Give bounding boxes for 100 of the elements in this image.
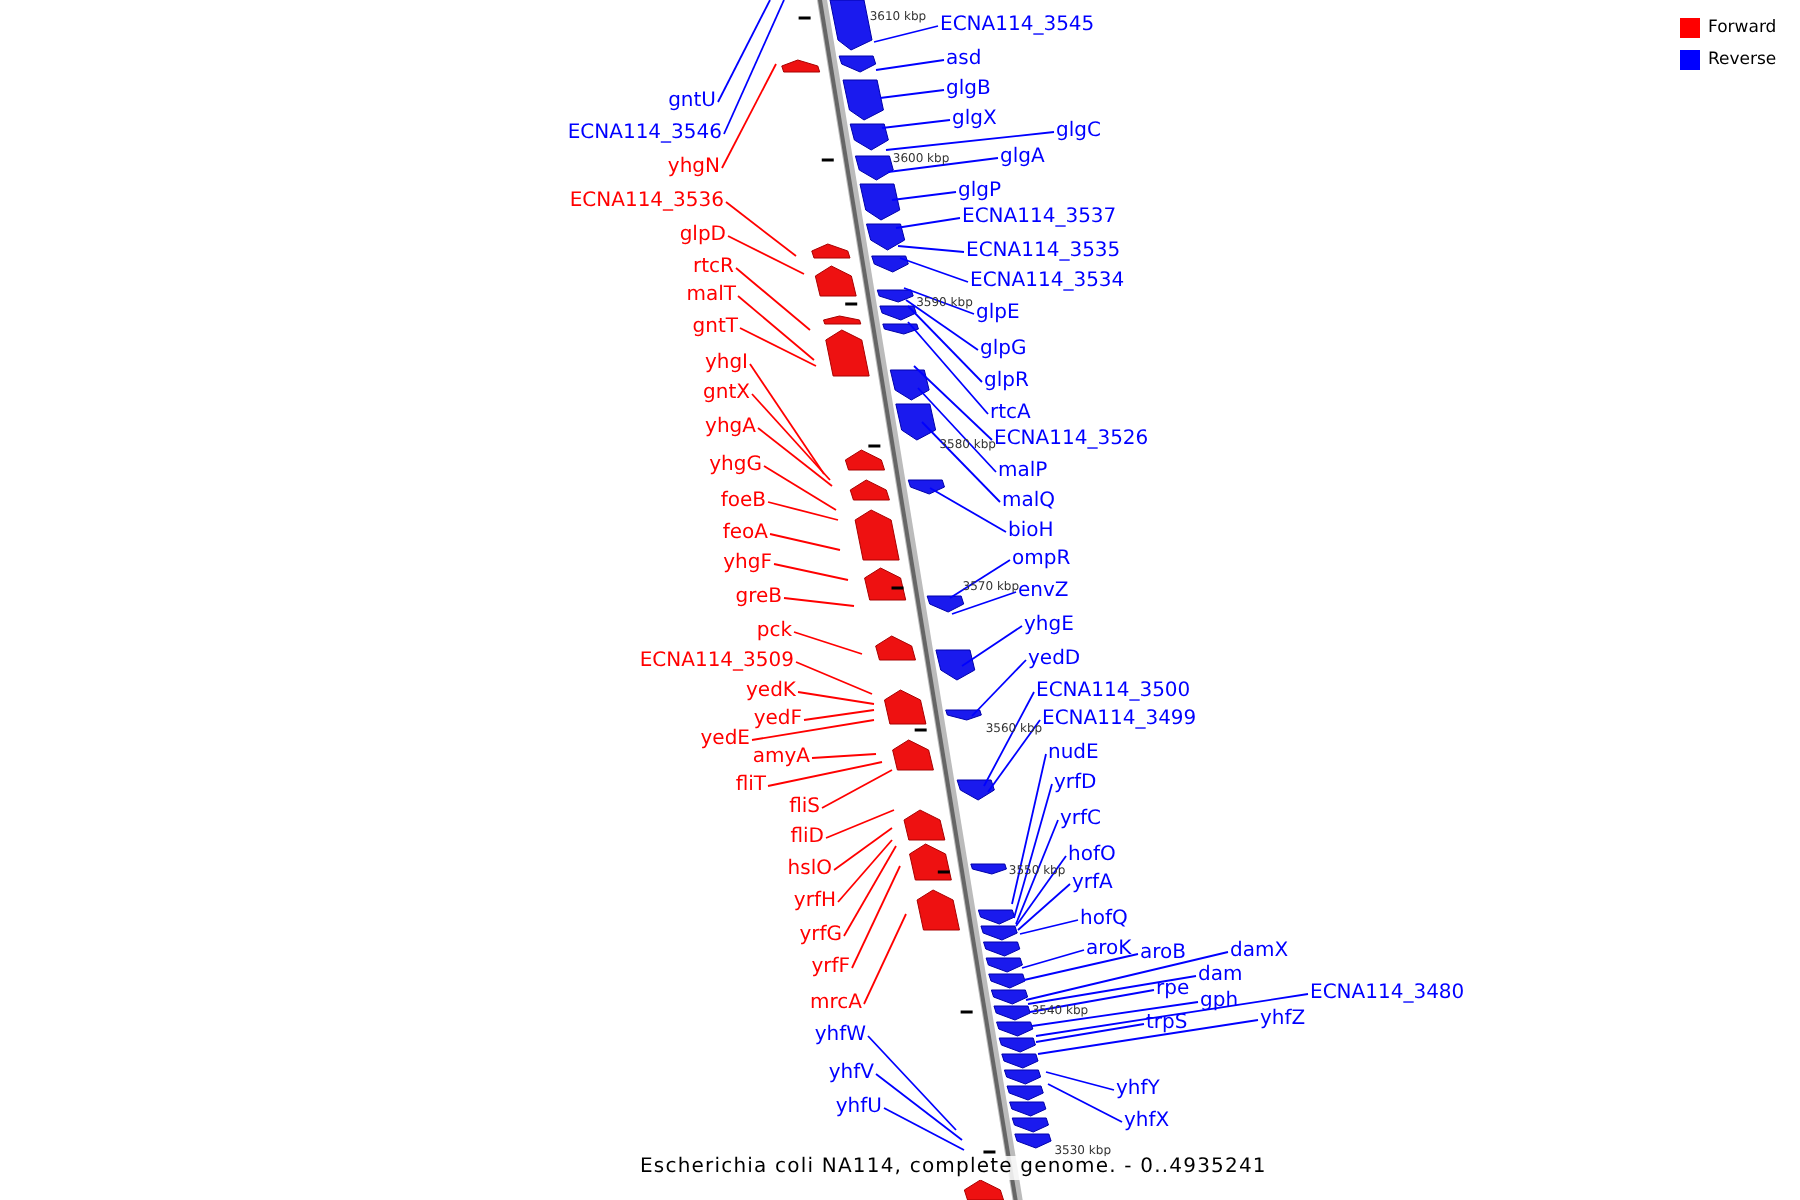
gene-label: yrfD — [1054, 772, 1097, 796]
gene-label: yhfW — [814, 1024, 866, 1048]
leader-line — [885, 131, 1055, 151]
gene-label: yhgF — [723, 552, 772, 576]
gene-label: glgA — [1000, 146, 1045, 170]
gene-label: yhfZ — [1260, 1008, 1306, 1032]
leader-line — [891, 191, 957, 201]
leader-line — [723, 0, 785, 135]
gene-label: envZ — [1018, 580, 1069, 604]
leader-line — [1025, 951, 1229, 1001]
gene-label: malT — [686, 284, 736, 308]
leader-line — [1035, 993, 1309, 1037]
leader-line — [895, 217, 961, 229]
leader-line — [751, 719, 875, 741]
gene-label: ECNA114_3536 — [569, 190, 724, 214]
leader-line — [737, 295, 815, 361]
gene-label: yrfG — [799, 924, 842, 948]
leader-line — [769, 533, 841, 551]
leader-line — [907, 321, 989, 415]
leader-line — [751, 393, 831, 481]
leader-line — [773, 563, 849, 581]
leader-line — [1011, 753, 1047, 905]
leader-line — [905, 299, 979, 351]
leader-line — [837, 839, 893, 903]
gene-label: aroK — [1086, 938, 1132, 962]
gene-label: damX — [1230, 940, 1289, 964]
leader-line — [863, 913, 907, 1005]
gene-label: ECNA114_3545 — [940, 14, 1095, 38]
gene-label: foeB — [720, 490, 766, 514]
caption: Escherichia coli NA114, complete genome. - 0..4935241 — [640, 1156, 1267, 1180]
leader-line — [795, 661, 873, 695]
leader-line — [917, 387, 997, 473]
leader-line — [797, 691, 875, 705]
leader-line — [1017, 883, 1071, 931]
leader-line — [1031, 1001, 1199, 1027]
gene-label: nudE — [1048, 742, 1099, 766]
gene-label: yhfY — [1116, 1078, 1160, 1102]
leader-line — [1021, 949, 1085, 969]
leader-line — [767, 761, 883, 787]
leader-line — [897, 245, 965, 253]
leader-line — [867, 1035, 957, 1131]
gene-label: ECNA114_3480 — [1310, 982, 1465, 1006]
gene-label: yedE — [700, 728, 750, 752]
gene-label: rtcR — [693, 256, 734, 280]
gene-label: glgC — [1056, 120, 1101, 144]
gene-label: rpe — [1156, 978, 1190, 1002]
leader-line — [971, 659, 1027, 717]
gene-label: aroB — [1140, 942, 1186, 966]
leader-line — [873, 25, 939, 43]
gene-label: glpR — [984, 370, 1029, 394]
gene-label: malQ — [1002, 490, 1056, 514]
gene-label: hofQ — [1080, 908, 1128, 932]
gene-label: fliS — [789, 796, 820, 820]
leader-line — [727, 235, 805, 275]
leader-line — [811, 753, 877, 759]
gene-label: hslO — [787, 858, 832, 882]
gene-label: ECNA114_3546 — [567, 122, 722, 146]
leader-line — [1019, 919, 1079, 935]
gene-label: ompR — [1012, 548, 1071, 572]
leader-line — [921, 421, 1001, 503]
gene-label: yedD — [1028, 648, 1081, 672]
leader-line — [1023, 953, 1139, 981]
leader-line — [907, 305, 983, 383]
gene-label: glgB — [946, 78, 991, 102]
gene-label: ECNA114_3537 — [962, 206, 1117, 230]
gene-label: ECNA114_3535 — [966, 240, 1121, 264]
leader-line — [1013, 783, 1053, 919]
gene-label: glpD — [679, 224, 726, 248]
leader-line — [913, 365, 993, 441]
gene-label: yrfF — [811, 956, 850, 980]
leader-line — [851, 865, 901, 969]
gene-label: ECNA114_3500 — [1036, 680, 1191, 704]
leader-line — [887, 157, 999, 173]
leader-line — [903, 287, 975, 315]
leader-line — [783, 597, 855, 607]
leader-line — [739, 327, 817, 367]
leader-line — [875, 1073, 963, 1141]
gene-label: asd — [946, 48, 982, 72]
leader-line — [961, 625, 1023, 667]
leader-line — [735, 267, 811, 331]
gene-label: yhgA — [705, 416, 756, 440]
leader-line — [983, 691, 1035, 787]
gene-label: greB — [735, 586, 782, 610]
leader-line — [951, 591, 1017, 615]
gene-label: yhgG — [709, 454, 762, 478]
gene-label: dam — [1198, 964, 1243, 988]
leader-line — [1037, 1019, 1259, 1055]
gene-label: yedF — [753, 708, 802, 732]
gene-label: pck — [756, 620, 792, 644]
gene-label: yedK — [746, 680, 796, 704]
gene-label: bioH — [1008, 520, 1054, 544]
gene-label: glpE — [976, 302, 1020, 326]
gene-label: yrfC — [1060, 808, 1102, 832]
leader-line — [881, 119, 951, 129]
leader-line — [1045, 1071, 1115, 1091]
gene-label: ECNA114_3526 — [994, 428, 1149, 452]
leader-line — [793, 631, 863, 655]
gene-label: yhgE — [1024, 614, 1074, 638]
leader-line — [1047, 1083, 1123, 1123]
leader-line — [825, 809, 895, 839]
